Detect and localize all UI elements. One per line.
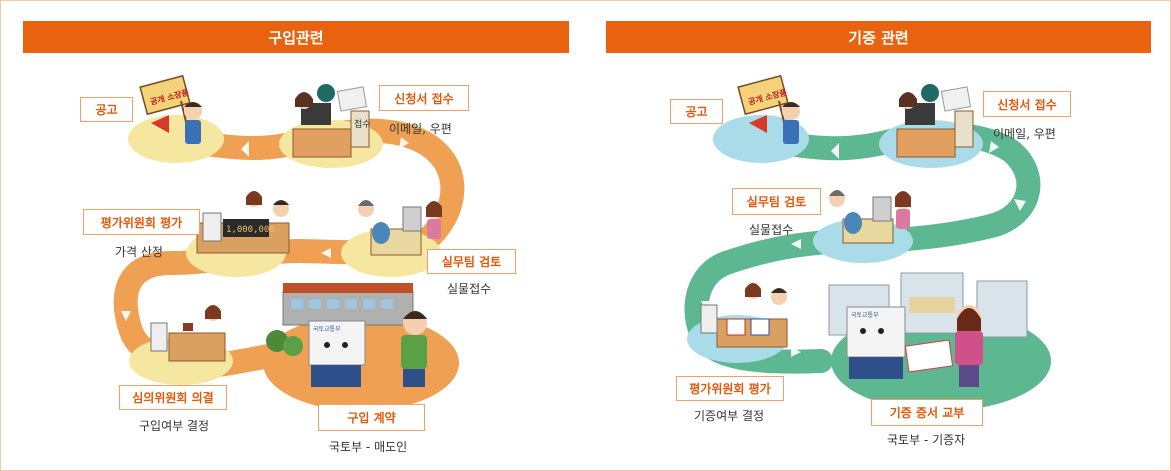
step-label: 평가위원회 평가 [689, 382, 771, 396]
purchase-step-application-sub: 이메일, 우편 [389, 122, 452, 136]
review-team-donation [829, 190, 911, 244]
purchase-step-review-sub: 실물접수 [447, 282, 492, 296]
donation-title: 기증 관련 [848, 28, 909, 47]
ministry-logo-text: 국토교통부 [313, 326, 341, 333]
step-label: 공고 [95, 103, 118, 117]
purchase-step-evaluation: 평가위원회 평가 [83, 209, 200, 235]
step-label: 신청서 접수 [997, 97, 1057, 112]
disc-announce [128, 115, 224, 163]
donation-step-announce: 공고 [670, 99, 723, 124]
donation-step-application: 신청서 접수 [983, 91, 1071, 117]
deliberation-committee [150, 305, 226, 362]
step-label: 신청서 접수 [394, 91, 454, 106]
donation-step-review-sub: 실물접수 [749, 223, 794, 237]
step-label: 공고 [685, 105, 708, 119]
purchase-step-application: 신청서 접수 [379, 85, 469, 111]
review-team [358, 200, 442, 256]
price-display: 1,000,000 [226, 225, 275, 235]
donation-header: 기증 관련 [606, 21, 1151, 53]
donation-step-certificate: 기증 증서 교부 [871, 399, 983, 426]
purchase-step-review: 실무팀 검토 [427, 249, 516, 274]
purchase-header: 구입관련 [23, 21, 569, 53]
purchase-step-deliberation: 심의위원회 의결 [119, 385, 227, 410]
purchase-step-contract: 구입 계약 [318, 404, 425, 431]
application-desk-donation [896, 84, 974, 158]
counter-sign: 접수 [354, 118, 371, 130]
donation-step-evaluation-sub: 기증여부 결정 [694, 409, 765, 423]
step-label: 평가위원회 평가 [100, 215, 183, 230]
purchase-title: 구입관련 [268, 28, 324, 47]
step-label: 실무팀 검토 [746, 195, 807, 209]
donation-step-evaluation: 평가위원회 평가 [676, 376, 784, 401]
svg-text:국토교통부: 국토교통부 [851, 312, 879, 319]
step-label: 기증 증서 교부 [889, 406, 965, 420]
purchase-step-evaluation-sub: 가격 산정 [115, 245, 163, 259]
contract-scene: 국토교통부 [266, 283, 427, 387]
evaluation-committee-donation [700, 283, 788, 348]
step-label: 구입 계약 [347, 411, 396, 425]
announcer-figure-donation: 공개 소장품 [737, 74, 800, 144]
donation-step-application-sub: 이메일, 우편 [993, 127, 1056, 141]
purchase-step-contract-sub: 국토부 - 매도인 [329, 440, 408, 454]
announcer-figure: 공개 소장품 [139, 74, 202, 144]
purchase-step-announce: 공고 [80, 97, 133, 122]
evaluation-committee: 1,000,000 [196, 191, 290, 254]
donation-step-certificate-sub: 국토부 - 기증자 [887, 433, 966, 447]
step-label: 심의위원회 의결 [132, 391, 214, 405]
certificate-scene: 국토교통부 [828, 272, 1028, 387]
purchase-step-deliberation-sub: 구입여부 결정 [139, 419, 210, 433]
step-label: 실무팀 검토 [441, 255, 502, 269]
donation-step-review: 실무팀 검토 [732, 188, 821, 215]
application-desk: 접수 [292, 84, 371, 158]
